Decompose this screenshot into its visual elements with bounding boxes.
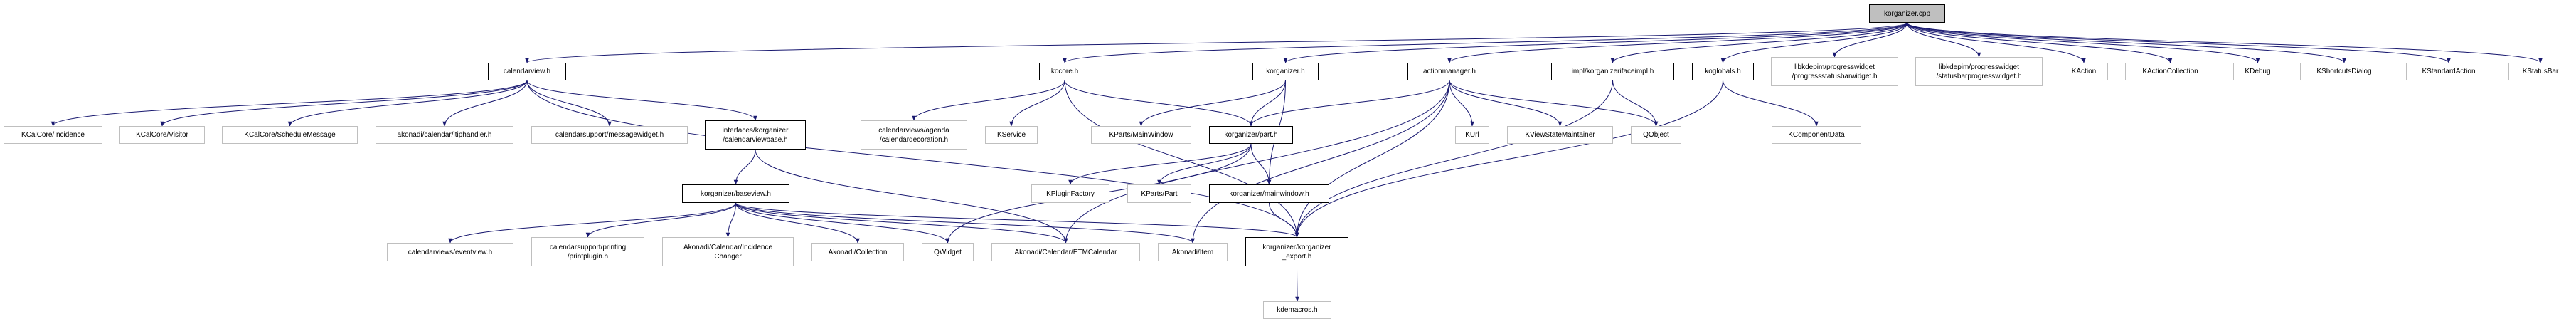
- node-progressstatusbar[interactable]: libkdepim/progresswidget /progressstatus…: [1771, 57, 1898, 86]
- node-messagewidget[interactable]: calendarsupport/messagewidget.h: [531, 126, 688, 144]
- edge-baseview-to-incidencechanger: [725, 202, 736, 238]
- edge-actionmanager-to-qobject: [1449, 80, 1659, 127]
- node-mainwindow[interactable]: korganizer/mainwindow.h: [1209, 184, 1329, 203]
- edge-actionmanager-to-akonadiitem: [1191, 80, 1450, 244]
- edge-actionmanager-to-kviewstate: [1449, 80, 1563, 127]
- node-koglobals[interactable]: koglobals.h: [1692, 63, 1754, 80]
- node-kviewstate[interactable]: KViewStateMaintainer: [1507, 126, 1613, 144]
- edge-kocore-to-export: [1064, 80, 1299, 238]
- node-eventview[interactable]: calendarviews/eventview.h: [387, 243, 513, 261]
- edge-root-to-kactioncollection: [1907, 22, 2173, 63]
- edge-calendarviewbase-to-etmcalendar: [755, 149, 1068, 244]
- node-schedulemessage[interactable]: KCalCore/ScheduleMessage: [222, 126, 358, 144]
- node-kurl[interactable]: KUrl: [1455, 126, 1489, 144]
- edge-calendarviewbase-to-baseview: [733, 149, 756, 185]
- edge-root-to-koglobals: [1720, 22, 1907, 63]
- node-kaction[interactable]: KAction: [2060, 63, 2108, 80]
- edge-calendarview-to-incidence: [50, 80, 528, 127]
- node-visitor[interactable]: KCalCore/Visitor: [119, 126, 205, 144]
- node-kactioncollection[interactable]: KActionCollection: [2125, 63, 2215, 80]
- edge-koglobals-to-export: [1294, 80, 1723, 238]
- node-kcomponentdata[interactable]: KComponentData: [1772, 126, 1861, 144]
- node-kstandardaction[interactable]: KStandardAction: [2406, 63, 2491, 80]
- node-qobject[interactable]: QObject: [1631, 126, 1681, 144]
- edge-root-to-actionmanager: [1447, 22, 1907, 63]
- edge-export-to-kdemacros: [1295, 266, 1299, 302]
- edge-baseview-to-akonadiitem: [735, 202, 1195, 244]
- edge-baseview-to-eventview: [448, 202, 736, 244]
- edge-koglobals-to-kcomponentdata: [1723, 80, 1819, 127]
- edge-kocore-to-kservice: [1009, 80, 1065, 127]
- edge-calendarview-to-itiphandler: [442, 80, 528, 127]
- edge-korganizerh-to-parth: [1249, 80, 1286, 127]
- edge-baseview-to-etmcalendar: [735, 202, 1068, 244]
- edge-baseview-to-collection: [735, 202, 860, 244]
- edge-parth-to-kpartspart: [1157, 143, 1252, 185]
- edge-root-to-calendarview: [525, 22, 1907, 63]
- edge-korganizerh-to-kpartsmainwindow: [1139, 80, 1286, 127]
- edge-calendarview-to-visitor: [160, 80, 528, 127]
- edge-baseview-to-qwidget: [735, 202, 950, 244]
- node-korganizerh[interactable]: korganizer.h: [1252, 63, 1319, 80]
- edge-root-to-kstatusbar: [1907, 22, 2543, 63]
- edge-kocore-to-parth: [1064, 80, 1253, 127]
- node-qwidget[interactable]: QWidget: [922, 243, 974, 261]
- edge-root-to-kdebug: [1907, 22, 2260, 63]
- edge-root-to-kstandardaction: [1907, 22, 2451, 63]
- node-itiphandler[interactable]: akonadi/calendar/itiphandler.h: [376, 126, 513, 144]
- edge-baseview-to-export: [735, 202, 1299, 238]
- edge-root-to-kshortcutsdialog: [1907, 22, 2346, 63]
- edge-calendarview-to-calendarviewbase: [526, 80, 757, 121]
- node-calendarview[interactable]: calendarview.h: [488, 63, 566, 80]
- edge-root-to-korganizerh: [1283, 22, 1907, 63]
- node-export[interactable]: korganizer/korganizer _export.h: [1245, 237, 1348, 266]
- node-root[interactable]: korganizer.cpp: [1869, 4, 1945, 23]
- edge-root-to-ifaceimpl: [1610, 22, 1907, 63]
- node-kservice[interactable]: KService: [985, 126, 1038, 144]
- node-calendarviewbase[interactable]: interfaces/korganizer /calendarviewbase.…: [705, 120, 806, 150]
- node-incidence[interactable]: KCalCore/Incidence: [4, 126, 102, 144]
- edge-actionmanager-to-parth: [1249, 80, 1450, 127]
- edge-root-to-kaction: [1907, 22, 2086, 63]
- node-kstatusbar[interactable]: KStatusBar: [2508, 63, 2572, 80]
- node-akonadiitem[interactable]: Akonadi/Item: [1158, 243, 1228, 261]
- node-kpartspart[interactable]: KParts/Part: [1127, 184, 1191, 203]
- node-ifaceimpl[interactable]: impl/korganizerifaceimpl.h: [1551, 63, 1674, 80]
- edge-ifaceimpl-to-export: [1294, 80, 1613, 238]
- node-etmcalendar[interactable]: Akonadi/Calendar/ETMCalendar: [991, 243, 1140, 261]
- node-baseview[interactable]: korganizer/baseview.h: [682, 184, 789, 203]
- edge-actionmanager-to-export: [1294, 80, 1450, 238]
- node-kshortcutsdialog[interactable]: KShortcutsDialog: [2300, 63, 2388, 80]
- edge-calendarview-to-schedulemessage: [287, 80, 528, 127]
- node-printplugin[interactable]: calendarsupport/printing /printplugin.h: [531, 237, 644, 266]
- node-kdebug[interactable]: KDebug: [2233, 63, 2282, 80]
- edge-root-to-statusbarprogress: [1907, 22, 1981, 58]
- edge-baseview-to-printplugin: [585, 202, 736, 238]
- node-kpartsmainwindow[interactable]: KParts/MainWindow: [1091, 126, 1191, 144]
- node-collection[interactable]: Akonadi/Collection: [811, 243, 904, 261]
- edge-parth-to-kpluginfactory: [1068, 143, 1252, 185]
- node-calendardecoration[interactable]: calendarviews/agenda /calendardecoration…: [861, 120, 967, 150]
- node-actionmanager[interactable]: actionmanager.h: [1407, 63, 1491, 80]
- node-kocore[interactable]: kocore.h: [1039, 63, 1090, 80]
- edge-ifaceimpl-to-qobject: [1612, 80, 1659, 127]
- edge-actionmanager-to-kurl: [1449, 80, 1474, 127]
- edge-calendarview-to-messagewidget: [526, 80, 612, 127]
- node-kdemacros[interactable]: kdemacros.h: [1263, 301, 1331, 319]
- edge-root-to-progressstatusbar: [1832, 22, 1907, 58]
- node-kpluginfactory[interactable]: KPluginFactory: [1031, 184, 1109, 203]
- node-parth[interactable]: korganizer/part.h: [1209, 126, 1293, 144]
- node-incidencechanger[interactable]: Akonadi/Calendar/Incidence Changer: [662, 237, 794, 266]
- edge-kocore-to-calendardecoration: [912, 80, 1065, 121]
- node-statusbarprogress[interactable]: libkdepim/progresswidget /statusbarprogr…: [1915, 57, 2043, 86]
- edge-root-to-kocore: [1063, 22, 1907, 63]
- edge-calendarview-to-export: [526, 80, 1299, 238]
- edge-parth-to-mainwindow: [1250, 143, 1272, 185]
- edge-mainwindow-to-export: [1269, 202, 1299, 238]
